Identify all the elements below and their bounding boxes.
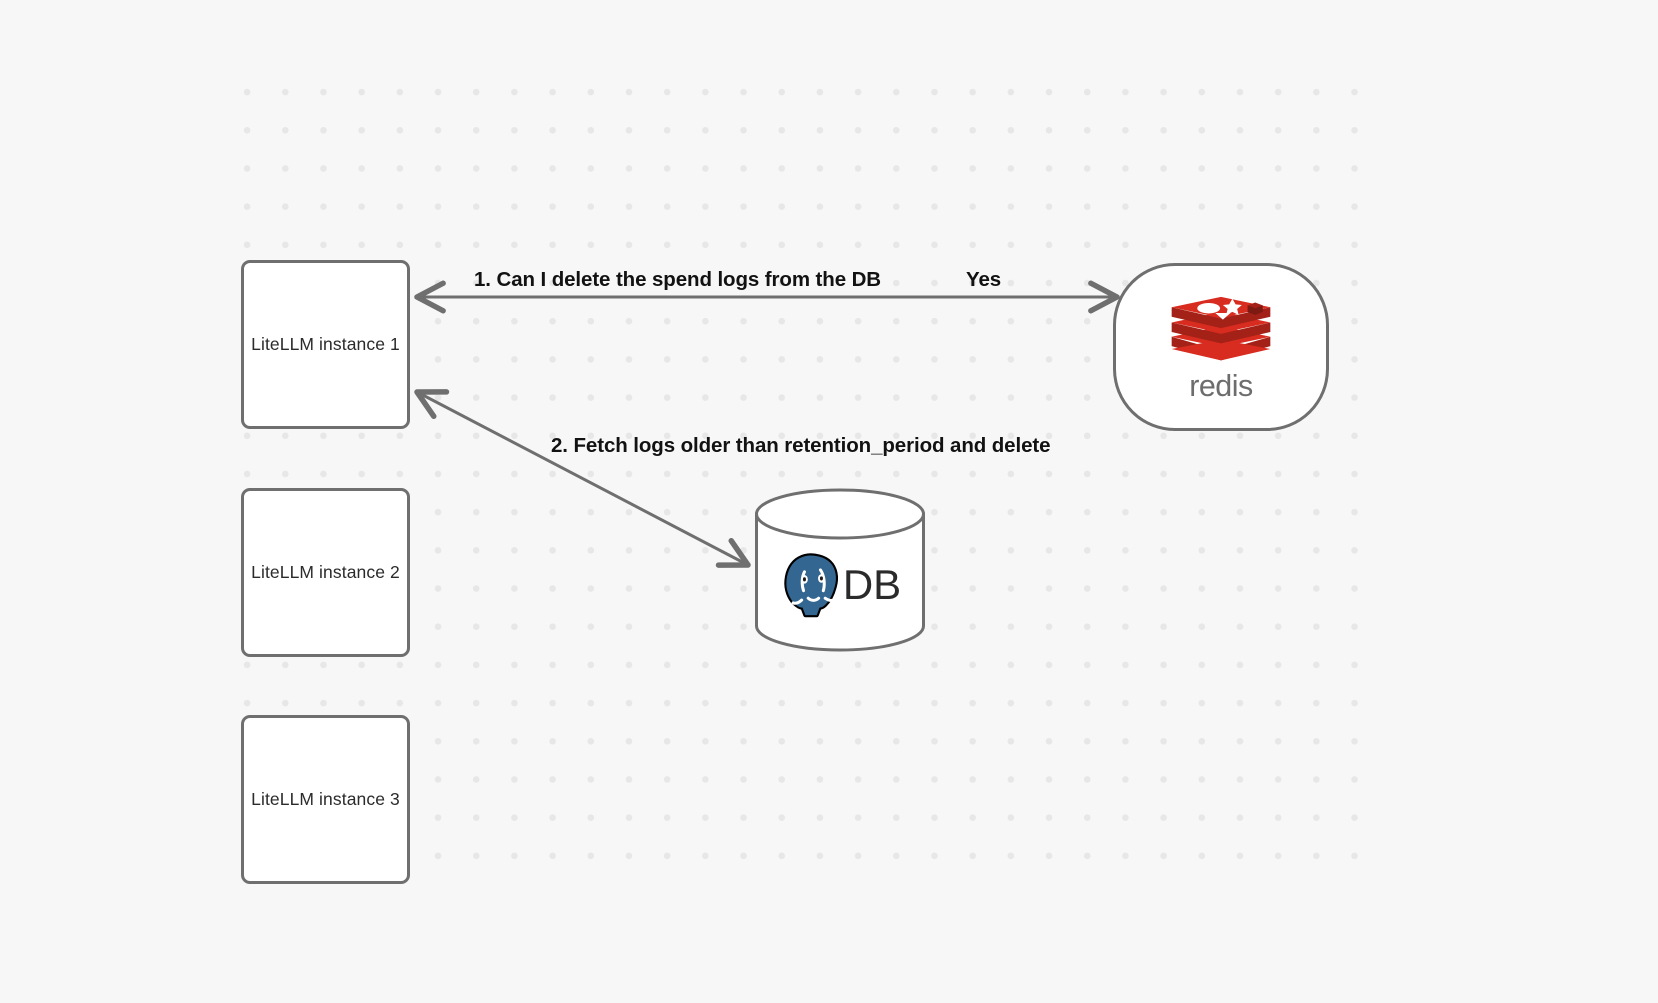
edge-instance1-db bbox=[414, 389, 751, 568]
db-label: DB bbox=[842, 561, 902, 608]
node-litellm-instance-3[interactable]: LiteLLM instance 3 bbox=[241, 715, 410, 884]
redis-wordmark: redis bbox=[1189, 369, 1253, 403]
postgresql-elephant-icon bbox=[784, 553, 838, 618]
node-database[interactable]: DB bbox=[754, 488, 926, 652]
cylinder-shape bbox=[755, 488, 925, 652]
node-litellm-instance-1[interactable]: LiteLLM instance 1 bbox=[241, 260, 410, 429]
node-litellm-instance-2[interactable]: LiteLLM instance 2 bbox=[241, 488, 410, 657]
edge-label-step-2: 2. Fetch logs older than retention_perio… bbox=[551, 434, 1051, 457]
node-label: LiteLLM instance 1 bbox=[251, 334, 400, 355]
node-label: LiteLLM instance 3 bbox=[251, 789, 400, 810]
edge-label-step-1: 1. Can I delete the spend logs from the … bbox=[474, 268, 882, 291]
db-logo-row: DB bbox=[754, 540, 926, 630]
node-redis[interactable]: redis bbox=[1113, 263, 1329, 431]
node-label: LiteLLM instance 2 bbox=[251, 562, 400, 583]
svg-text:redis: redis bbox=[1189, 369, 1253, 403]
redis-logo-icon bbox=[1171, 296, 1271, 360]
edge-label-yes: Yes bbox=[966, 268, 1002, 291]
